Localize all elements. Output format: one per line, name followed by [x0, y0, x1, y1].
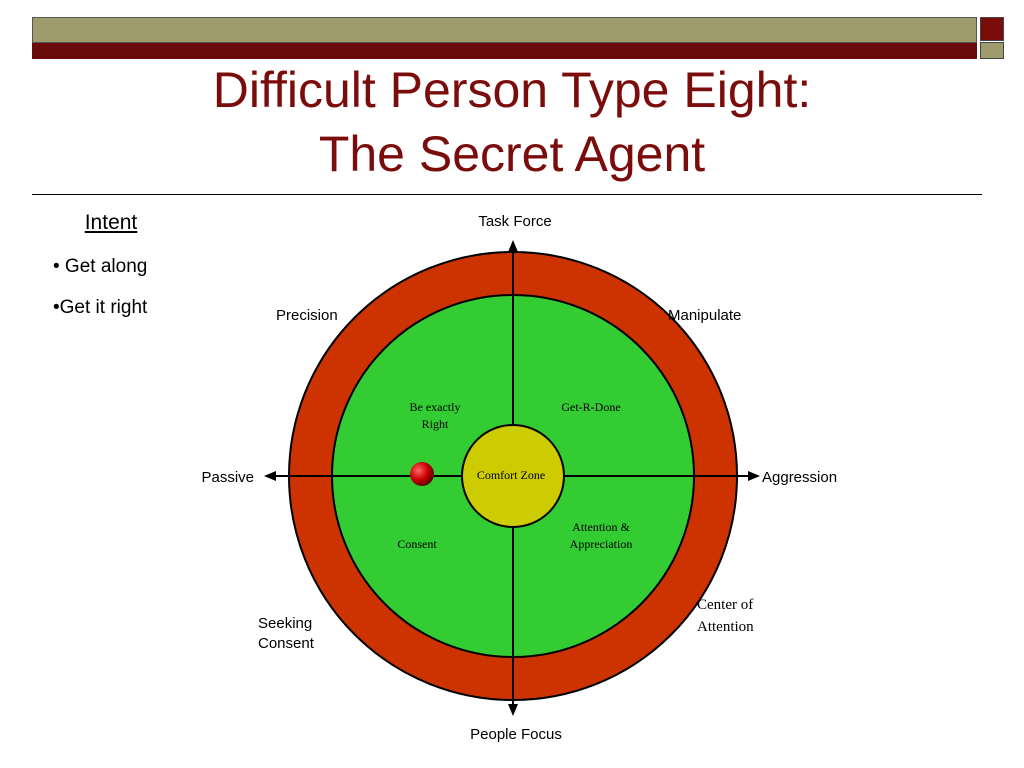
title-line-1: Difficult Person Type Eight:	[212, 62, 812, 118]
axis-label-top: Task Force	[478, 213, 551, 230]
header-bar-olive	[32, 17, 977, 43]
outer-label-precision: Precision	[276, 307, 338, 324]
position-marker	[410, 462, 434, 486]
title-divider	[32, 194, 982, 195]
comfort-zone-circle	[461, 424, 565, 528]
quadrant-label-top-left-line2: Right	[422, 417, 449, 431]
axis-label-left: Passive	[201, 469, 254, 486]
intent-bullet-1: • Get along	[53, 256, 148, 277]
quadrant-label-top-right: Get-R-Done	[561, 400, 620, 414]
intent-heading: Intent	[84, 211, 138, 234]
outer-label-center-line1: Center of	[697, 597, 753, 613]
header-square-olive	[980, 42, 1004, 59]
arrow-up-icon	[508, 240, 518, 252]
axis-label-bottom: People Focus	[470, 726, 562, 743]
outer-label-center-line2: Attention	[697, 619, 754, 635]
arrow-right-icon	[748, 471, 760, 481]
comfort-zone-label: Comfort Zone	[477, 468, 545, 482]
axis-label-right: Aggression	[762, 469, 837, 486]
outer-label-seeking-line1: Seeking	[258, 615, 312, 632]
slide-title: Difficult Person Type Eight: The Secret …	[0, 58, 1024, 186]
quadrant-label-bottom-left: Consent	[397, 537, 437, 551]
arrow-left-icon	[264, 471, 276, 481]
header-bar-red	[32, 43, 977, 59]
outer-label-manipulate: Manipulate	[668, 307, 741, 324]
quadrant-label-bottom-right-line2: Appreciation	[570, 537, 633, 551]
arrow-down-icon	[508, 704, 518, 716]
intent-bullet-2: •Get it right	[53, 297, 148, 318]
quadrant-label-top-left-line1: Be exactly	[410, 400, 461, 414]
header-square-red	[980, 17, 1004, 41]
quadrant-label-bottom-right-line1: Attention &	[572, 520, 630, 534]
title-line-2: The Secret Agent	[318, 126, 706, 182]
outer-label-seeking-line2: Consent	[258, 635, 315, 652]
